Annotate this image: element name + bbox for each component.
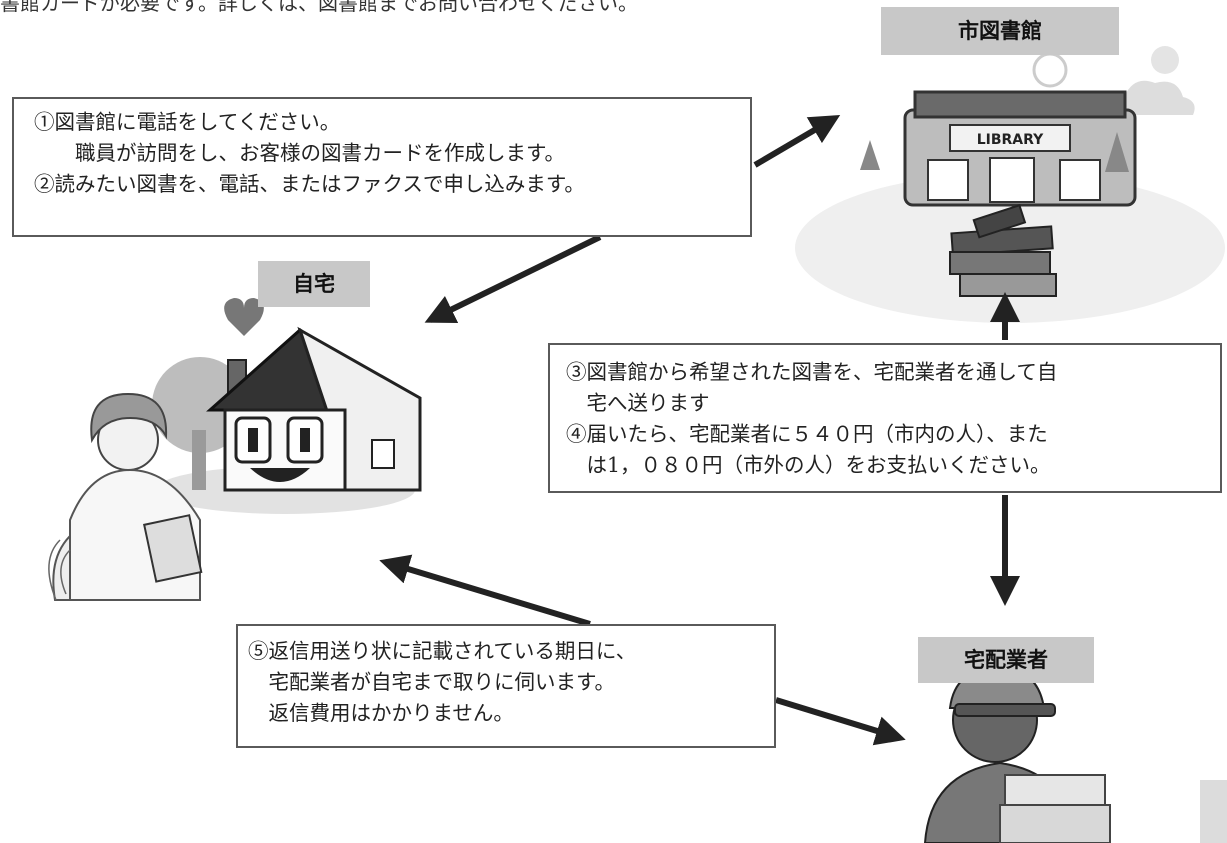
arrow-to-home <box>424 234 602 323</box>
step-box-3: ⑤返信用送り状に記載されている期日に、 宅配業者が自宅まで取りに伺います。 返信… <box>236 624 776 748</box>
step-2-line-4: は1，０８０円（市外の人）をお支払いください。 <box>566 453 1051 477</box>
step-1-line-1: ①図書館に電話をしてください。 <box>34 110 341 134</box>
house-illustration <box>152 298 422 514</box>
library-sign-text: LIBRARY <box>977 132 1044 148</box>
arrow-to-library <box>753 114 841 168</box>
step-3-line-2: 宅配業者が自宅まで取りに伺います。 <box>248 670 615 694</box>
arrow-return-to-courier <box>775 697 906 746</box>
step-box-1: ①図書館に電話をしてください。 職員が訪問をし、お客様の図書カードを作成します。… <box>12 97 752 237</box>
courier-illustration <box>923 666 1227 843</box>
step-1-line-2: 職員が訪問をし、お客様の図書カードを作成します。 <box>34 141 565 165</box>
library-illustration: LIBRARY <box>795 46 1225 323</box>
step-2-line-2: 宅へ送ります <box>566 391 710 415</box>
arrow-return-from-home <box>379 554 591 627</box>
step-2-line-3: ④届いたら、宅配業者に５４０円（市内の人）、また <box>566 422 1048 446</box>
home-label: 自宅 <box>258 261 370 307</box>
step-1-line-3: ②読みたい図書を、電話、またはファクスで申し込みます。 <box>34 172 585 196</box>
step-2-line-1: ③図書館から希望された図書を、宅配業者を通して自 <box>566 360 1058 384</box>
step-box-2: ③図書館から希望された図書を、宅配業者を通して自 宅へ送ります ④届いたら、宅配… <box>548 343 1222 493</box>
step-3-line-1: ⑤返信用送り状に記載されている期日に、 <box>248 639 637 663</box>
reader-illustration <box>48 392 203 601</box>
courier-label: 宅配業者 <box>918 637 1094 683</box>
header-text: 書館カードが必要です。詳しくは、図書館までお問い合わせください。 <box>0 0 638 15</box>
step-3-line-3: 返信費用はかかりません。 <box>248 701 514 725</box>
library-label: 市図書館 <box>881 7 1119 55</box>
